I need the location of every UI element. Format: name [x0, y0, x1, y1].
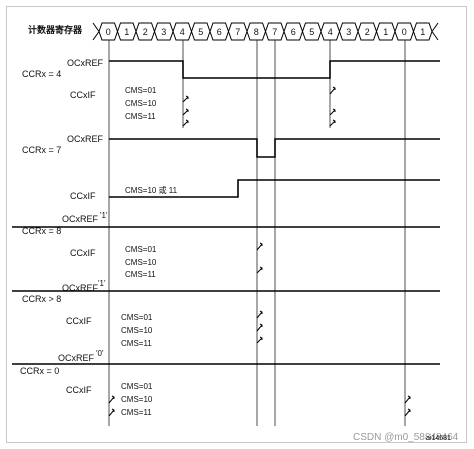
counter-tail	[431, 22, 439, 41]
ccxif-label: CCxIF	[70, 248, 96, 258]
level-mark: '0'	[96, 349, 104, 358]
cms-label: CMS=10	[125, 99, 157, 108]
counter-value: 2	[365, 27, 370, 37]
counter-value: 4	[328, 27, 333, 37]
counter-value: 5	[198, 27, 203, 37]
cms-label: CMS=10	[125, 258, 157, 267]
ocxref-label: OCxREF	[67, 134, 104, 144]
cms-label: CMS=11	[125, 270, 156, 279]
interrupt-flag-arrow	[256, 242, 263, 251]
block-ccrx-8: OCxREF '1' CCRx = 8 CCxIF CMS=01 CMS=10 …	[12, 211, 440, 279]
ocxref-waveform	[109, 60, 440, 79]
interrupt-flag-arrow	[329, 108, 336, 116]
counter-value: 1	[124, 27, 129, 37]
block-ccrx-gt-8: OCxREF '1' CCRx > 8 CCxIF CMS=01 CMS=10 …	[12, 279, 440, 348]
interrupt-flag-arrow	[108, 395, 115, 404]
ccr-value-label: CCRx > 8	[22, 294, 61, 304]
figure-frame	[6, 6, 467, 443]
counter-cells: 0 1 2 3 4 5 6 7 8 7 6 5 4 3 2 1 0 1	[92, 22, 439, 41]
counter-value: 1	[420, 27, 425, 37]
interrupt-flag-arrow	[329, 86, 336, 95]
level-mark: '1'	[98, 279, 106, 288]
ccxif-label: CCxIF	[66, 316, 92, 326]
reference-lines	[108, 40, 406, 426]
interrupt-flag-arrow	[108, 408, 115, 417]
interrupt-flag-arrow	[182, 119, 189, 127]
counter-tail	[92, 22, 100, 41]
counter-value: 7	[235, 27, 240, 37]
block-ccrx-4: OCxREF CCRx = 4 CCxIF CMS=01 CMS=10 CMS=…	[22, 58, 440, 127]
csdn-watermark: CSDN @m0_58848464	[353, 432, 459, 443]
ccr-value-label: CCRx = 7	[22, 145, 61, 155]
cms-label: CMS=01	[121, 382, 153, 391]
cms-label: CMS=10	[121, 395, 153, 404]
counter-value: 4	[180, 27, 185, 37]
ccxif-label: CCxIF	[70, 191, 96, 201]
counter-value: 0	[106, 27, 111, 37]
counter-value: 8	[254, 27, 259, 37]
ocxref-label: OCxREF	[62, 283, 99, 293]
ccxif-label: CCxIF	[66, 385, 92, 395]
block-ccrx-0: OCxREF '0' CCRx = 0 CCxIF CMS=01 CMS=10 …	[12, 349, 440, 417]
counter-register-label: 计数器寄存器	[28, 24, 83, 35]
ccr-value-label: CCRx = 4	[22, 69, 61, 79]
block-ccrx-7: OCxREF CCRx = 7 CCxIF CMS=10 或 11	[22, 134, 440, 201]
interrupt-flag-arrow	[256, 336, 263, 344]
counter-value: 5	[309, 27, 314, 37]
level-mark: '1'	[100, 211, 108, 220]
ccr-value-label: CCRx = 8	[22, 226, 61, 236]
counter-value: 3	[161, 27, 166, 37]
ocxref-waveform	[109, 138, 440, 158]
cms-label: CMS=11	[121, 339, 152, 348]
counter-value: 6	[291, 27, 296, 37]
interrupt-flag-arrow	[256, 310, 263, 319]
figure-code: ai14681	[426, 435, 451, 442]
ocxref-label: OCxREF	[67, 58, 104, 68]
counter-value: 2	[143, 27, 148, 37]
ccr-value-label: CCRx = 0	[20, 366, 59, 376]
interrupt-flag-arrow	[256, 323, 263, 332]
cms-label: CMS=10 或 11	[125, 185, 178, 195]
ocxref-label: OCxREF	[62, 214, 99, 224]
interrupt-flag-arrow	[329, 119, 336, 127]
ocxref-label: OCxREF	[58, 353, 95, 363]
cms-label: CMS=01	[125, 86, 157, 95]
counter-value: 7	[272, 27, 277, 37]
ccxif-label: CCxIF	[70, 90, 96, 100]
cms-label: CMS=11	[121, 408, 152, 417]
counter-value: 0	[402, 27, 407, 37]
interrupt-flag-arrow	[256, 266, 263, 274]
cms-label: CMS=01	[121, 313, 153, 322]
counter-value: 3	[346, 27, 351, 37]
cms-label: CMS=10	[121, 326, 153, 335]
interrupt-flag-arrow	[182, 95, 189, 103]
counter-value: 1	[383, 27, 388, 37]
interrupt-flag-arrow	[404, 408, 411, 417]
interrupt-flag-arrow	[404, 395, 411, 404]
cms-label: CMS=01	[125, 245, 157, 254]
interrupt-flag-arrow	[182, 108, 189, 116]
counter-value: 6	[217, 27, 222, 37]
cms-label: CMS=11	[125, 112, 156, 121]
ccxif-waveform	[109, 179, 440, 198]
